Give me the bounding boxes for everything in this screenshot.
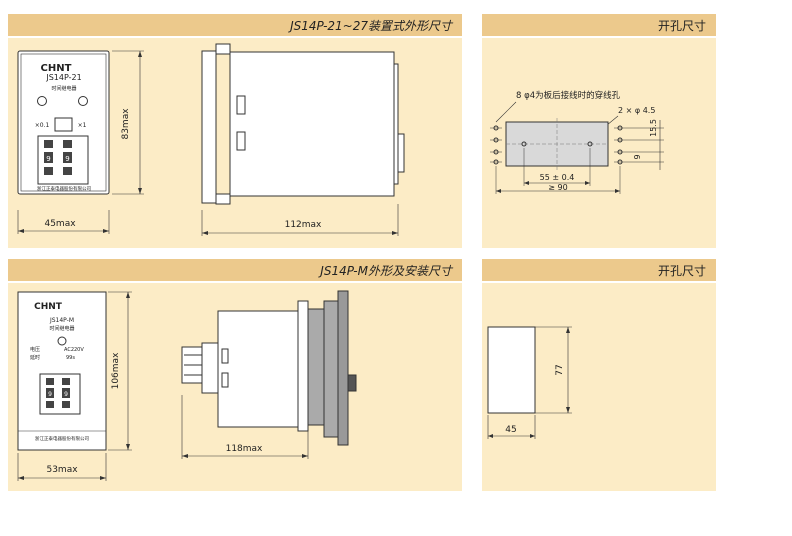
model-label: JS14P-21 <box>45 73 81 82</box>
dial-digit-b <box>63 152 72 163</box>
front-bezel <box>297 300 309 432</box>
side-clip-bottom <box>215 193 231 205</box>
device-name-label: 时间继电器 <box>51 85 76 92</box>
width-dimension: 53max <box>46 465 78 475</box>
indicator-led-left <box>37 96 47 106</box>
js14p-21-drawing: CHNT JS14P-21 时间继电器 ×0.1 ×1 9 9 浙江正泰电器股份… <box>17 43 405 236</box>
dial-down-b <box>63 167 72 175</box>
panel-header: JS14P-21~27装置式外形尺寸 <box>8 14 462 38</box>
panel-js14p-m-dimensions: JS14P-M外形及安装尺寸 CHNT JS14P-M 时间继电器 电压 延时 … <box>8 259 462 491</box>
panel-title: 开孔尺寸 <box>657 19 706 33</box>
panel-header: 开孔尺寸 <box>482 14 716 38</box>
side-slot-lower <box>236 131 246 151</box>
depth-dimension: 118max <box>226 444 263 454</box>
delay-value: 99s <box>66 355 75 361</box>
brand-label: CHNT <box>34 302 63 312</box>
front-panel <box>17 291 107 451</box>
panel-js14p-21-dimensions: JS14P-21~27装置式外形尺寸 CHNT JS14P-21 时间继电器 ×… <box>8 14 462 248</box>
range-switch <box>54 117 73 132</box>
dial-up-a <box>44 140 53 148</box>
hole-spec: 2 × φ 4.5 <box>618 106 655 115</box>
cutout-area <box>487 326 536 414</box>
panel-title: JS14P-M外形及安装尺寸 <box>320 264 452 278</box>
range-low-label: ×0.1 <box>35 122 50 129</box>
voltage-value: AC220V <box>64 347 84 353</box>
min-spacing-dimension: ≥ 90 <box>548 183 567 192</box>
device-name-label: 时间继电器 <box>49 325 74 332</box>
through-hole-note: 8 φ4为板后接线时的穿线孔 <box>516 90 621 101</box>
depth-dimension: 112max <box>285 220 322 230</box>
voltage-label: 电压 <box>30 346 40 353</box>
height-dimension: 77 <box>555 364 565 375</box>
front-view: CHNT JS14P-21 时间继电器 ×0.1 ×1 9 9 浙江正泰电器股份… <box>17 50 144 234</box>
panel-cutout-1: 开孔尺寸 8 φ4为板后接线时的穿线孔 2 × φ 4.5 15.5 9 55 … <box>482 14 716 248</box>
pitch-dimension: 9 <box>633 154 642 159</box>
js14p-m-drawing: CHNT JS14P-M 时间继电器 电压 延时 AC220V 99s 9 9 … <box>17 290 357 481</box>
range-high-label: ×1 <box>78 122 87 129</box>
mounting-bracket <box>307 308 325 426</box>
height-dimension: 83max <box>121 108 131 140</box>
vertical-dimension: 15.5 <box>649 119 658 137</box>
cutout-2-drawing: 77 45 <box>487 326 572 439</box>
cutout-1-drawing: 8 φ4为板后接线时的穿线孔 2 × φ 4.5 15.5 9 55 ± 0.4 <box>490 90 664 194</box>
width-dimension: 45 <box>505 425 516 435</box>
panel-plate <box>337 290 349 446</box>
clamp-screw <box>347 374 357 392</box>
mounting-plate <box>323 300 339 438</box>
side-body <box>217 310 299 428</box>
maker-label: 浙江正泰电器股份有限公司 <box>37 185 91 192</box>
panel-header: JS14P-M外形及安装尺寸 <box>8 259 462 283</box>
width-dimension: 45max <box>44 219 76 229</box>
panel-title: 开孔尺寸 <box>657 264 706 278</box>
side-view: 118max <box>181 290 357 459</box>
model-label: JS14P-M <box>49 317 74 324</box>
digit-a: 9 <box>48 391 52 398</box>
front-view: CHNT JS14P-M 时间继电器 电压 延时 AC220V 99s 9 9 … <box>17 291 132 481</box>
dial-digit-a <box>44 152 53 163</box>
side-back <box>393 63 399 185</box>
digit-a: 9 <box>46 155 50 163</box>
side-clip-top <box>215 43 231 55</box>
digit-b: 9 <box>64 391 68 398</box>
indicator-led-right <box>78 96 88 106</box>
side-slot-upper <box>236 95 246 115</box>
brand-label: CHNT <box>41 63 72 74</box>
panel-title: JS14P-21~27装置式外形尺寸 <box>290 19 452 33</box>
dial-up-b <box>63 140 72 148</box>
indicator-led <box>57 336 67 346</box>
front-panel-inner <box>20 53 107 192</box>
side-body <box>229 51 395 197</box>
dial-down-a <box>44 167 53 175</box>
spacing-dimension: 55 ± 0.4 <box>540 173 575 182</box>
panel-cutout-2: 开孔尺寸 77 45 <box>482 259 716 491</box>
side-terminal <box>397 133 405 173</box>
socket <box>201 342 219 394</box>
digit-b: 9 <box>65 155 69 163</box>
side-flange <box>201 50 217 204</box>
panel-header: 开孔尺寸 <box>482 259 716 283</box>
maker-label: 浙江正泰电器股份有限公司 <box>35 435 89 442</box>
side-view: 112max <box>201 43 405 236</box>
height-dimension: 106max <box>111 352 121 389</box>
delay-label: 延时 <box>30 354 40 361</box>
